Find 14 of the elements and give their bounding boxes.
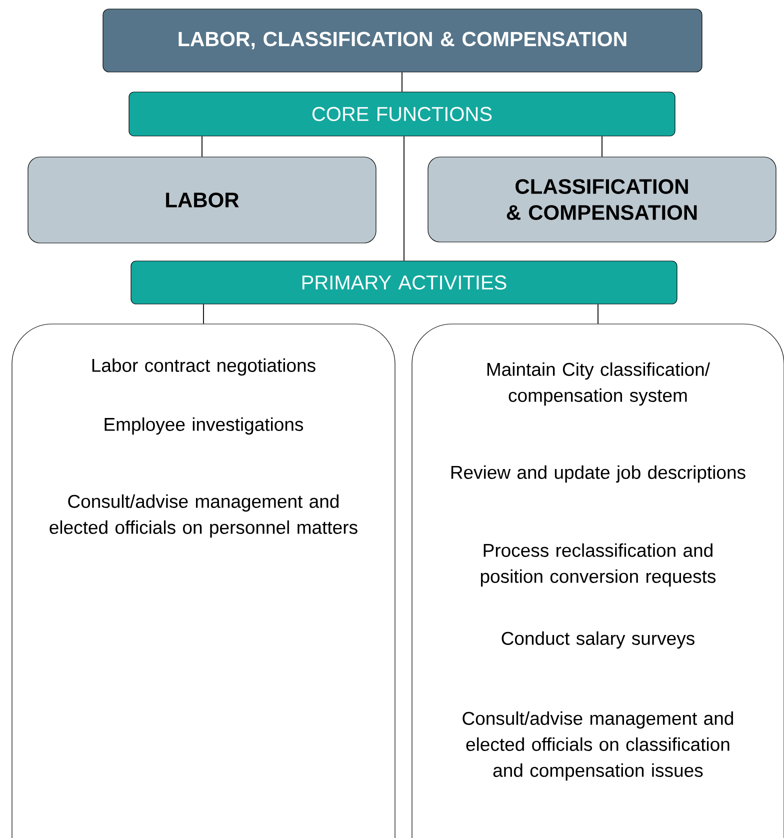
function-box: CLASSIFICATION & COMPENSATION: [428, 156, 776, 242]
heading-band: PRIMARY ACTIVITIES: [130, 260, 678, 304]
activity-text: Process reclassification and position conversion requests: [480, 543, 716, 587]
activity-text: Maintain City classification/ compensation system: [487, 362, 710, 406]
function-box: LABOR: [28, 156, 376, 244]
activity-text: Labor contract negotiations: [92, 358, 316, 376]
activity-text: Consult/advise management and elected officials on classification and compensation issues: [462, 711, 733, 781]
heading-band: CORE FUNCTIONS: [128, 92, 676, 136]
connector-line: [203, 304, 204, 324]
activity-text: Employee investigations: [104, 417, 304, 435]
activity-text: Consult/advise management and elected officials on personnel matters: [50, 494, 358, 538]
activity-text: Conduct salary surveys: [502, 631, 694, 649]
activity-text: Review and update job descriptions: [451, 465, 746, 483]
title-box: LABOR, CLASSIFICATION & COMPENSATION: [102, 8, 702, 72]
